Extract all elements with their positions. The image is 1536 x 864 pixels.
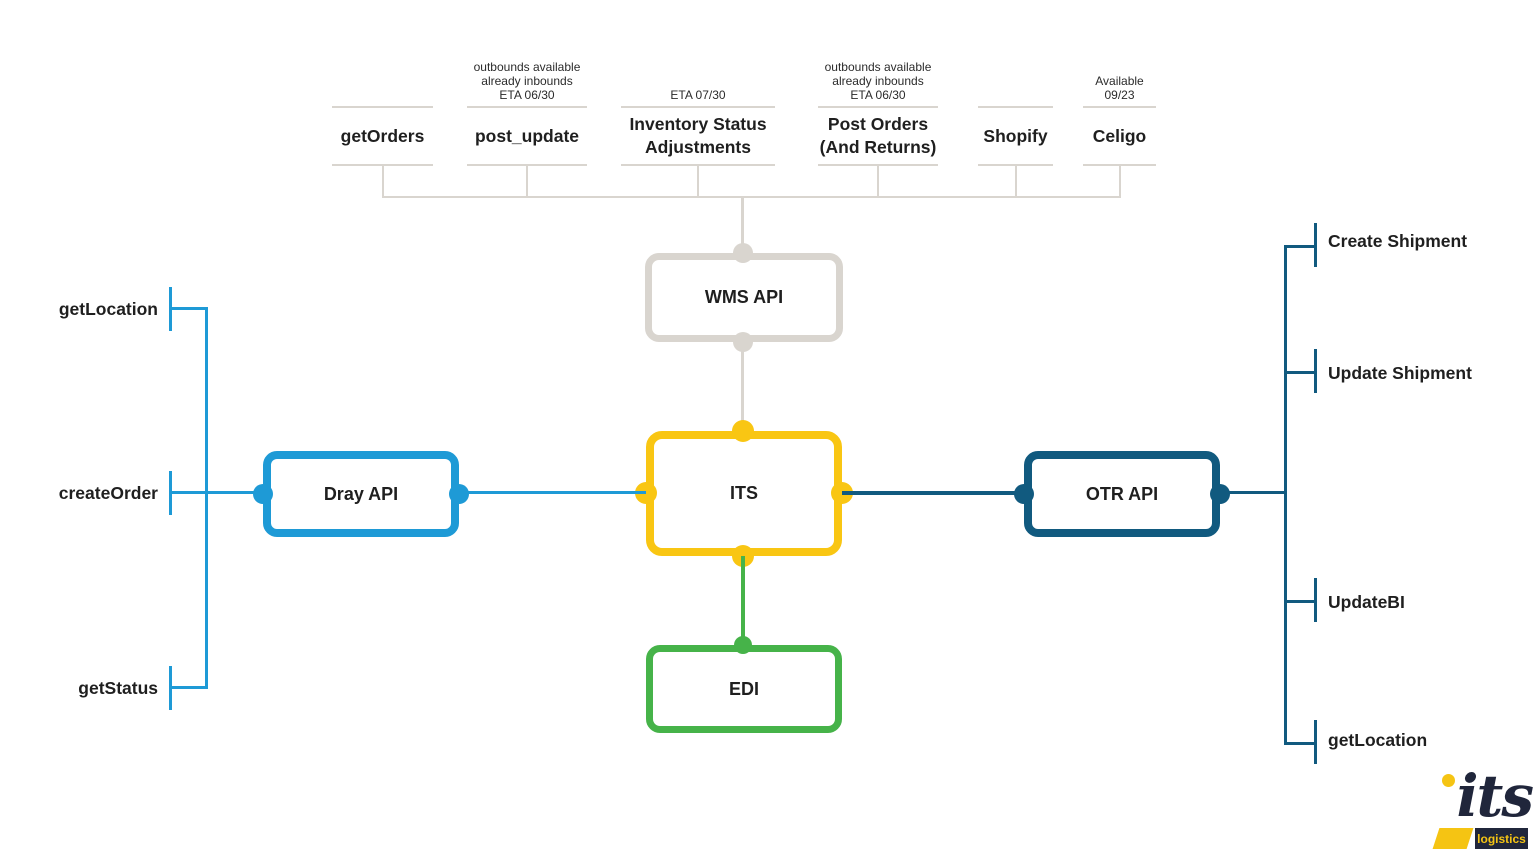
connector-dray-to-its [459,491,646,494]
bracket-line [1083,106,1156,108]
dray-endpoint-label: getLocation [58,299,158,319]
endpoint-label: Inventory Status Adjustments [629,114,767,157]
connector-line [526,166,528,198]
endpoint-note: outbounds available already inbounds ETA… [824,60,932,102]
connector-dot [734,636,752,654]
bracket-spine [1284,245,1287,745]
connector-dot [733,243,753,263]
endpoint-note: ETA 07/30 [670,88,726,102]
bracket-line [467,164,587,166]
logo-yellow-dot-icon [1442,774,1455,787]
bracket-line [1284,371,1316,374]
connector-dot [449,484,469,504]
bracket-line [818,164,938,166]
otr-endpoint-label: Create Shipment [1328,231,1468,251]
connector-wms-to-its [741,342,744,431]
otr-endpoint-label: UpdateBI [1328,592,1405,612]
endpoint-inventory-status-adjustments: ETA 07/30 Inventory Status Adjustments [621,54,775,198]
node-edi: EDI [646,645,842,733]
bracket-tick [1314,349,1317,393]
bracket-line [621,106,775,108]
otr-endpoint-label: getLocation [1328,730,1428,750]
endpoint-label: Post Orders (And Returns) [819,114,937,157]
logo-tagline: logistics [1475,828,1528,849]
node-label: WMS API [704,287,784,307]
bracket-line [1083,164,1156,166]
bracket-line [621,164,775,166]
endpoint-label: Shopify [983,125,1048,146]
connector-createorder-to-dray [170,491,265,494]
connector-line [1014,166,1017,198]
node-otr-api: OTR API [1024,451,1220,537]
its-logistics-logo: its logistics [1398,766,1536,862]
logo-yellow-slash-icon [1432,828,1474,849]
connector-line [381,166,384,198]
connector-dot [253,484,273,504]
bracket-spine [205,307,208,689]
logo-brand-text: its [1456,762,1534,830]
dray-endpoint-label: getStatus [78,678,158,698]
connector-bus-to-wms [741,197,744,257]
bracket-line [467,106,587,108]
endpoint-celigo: Available 09/23 Celigo [1083,54,1156,198]
bracket-line [332,106,433,108]
endpoint-getorders: getOrders [332,54,433,198]
node-label: EDI [728,678,759,699]
connector-its-to-edi [741,556,745,645]
bracket-tick [1314,223,1317,267]
connector-dot [635,482,657,504]
endpoint-shopify: Shopify [978,54,1053,198]
connector-otr-to-bracket [1220,491,1287,494]
bracket-line [978,106,1053,108]
connector-bus-line [383,196,1119,198]
node-label: OTR API [1085,483,1159,504]
bracket-line [332,164,433,166]
bracket-line [818,106,938,108]
node-label: Dray API [323,483,399,504]
connector-dot [1210,484,1230,504]
node-label: ITS [729,483,758,503]
endpoint-post-update: outbounds available already inbounds ETA… [467,54,587,198]
bracket-line [978,164,1053,166]
node-wms-api: WMS API [645,253,843,342]
node-dray-api: Dray API [263,451,459,537]
endpoint-label: post_update [474,125,580,146]
endpoint-note: outbounds available already inbounds ETA… [473,60,581,102]
endpoint-post-orders: outbounds available already inbounds ETA… [818,54,938,198]
bracket-tick [1314,720,1317,764]
bracket-line [170,307,208,310]
connector-line [1118,166,1121,198]
bracket-line [1284,600,1316,603]
dray-endpoint-label: createOrder [58,483,158,503]
bracket-line [170,686,208,689]
endpoint-label: getOrders [340,125,425,146]
connector-dot [1014,484,1034,504]
node-its: ITS [646,431,842,556]
connector-line [877,166,879,198]
endpoint-note: Available 09/23 [1095,74,1144,102]
connector-its-to-otr [842,491,1024,495]
bracket-line [1284,742,1316,745]
connector-line [697,166,699,198]
bracket-line [1284,245,1316,248]
otr-endpoint-label: Update Shipment [1328,363,1472,383]
connector-dot [732,420,754,442]
bracket-tick [1314,578,1317,622]
endpoint-label: Celigo [1092,125,1147,146]
